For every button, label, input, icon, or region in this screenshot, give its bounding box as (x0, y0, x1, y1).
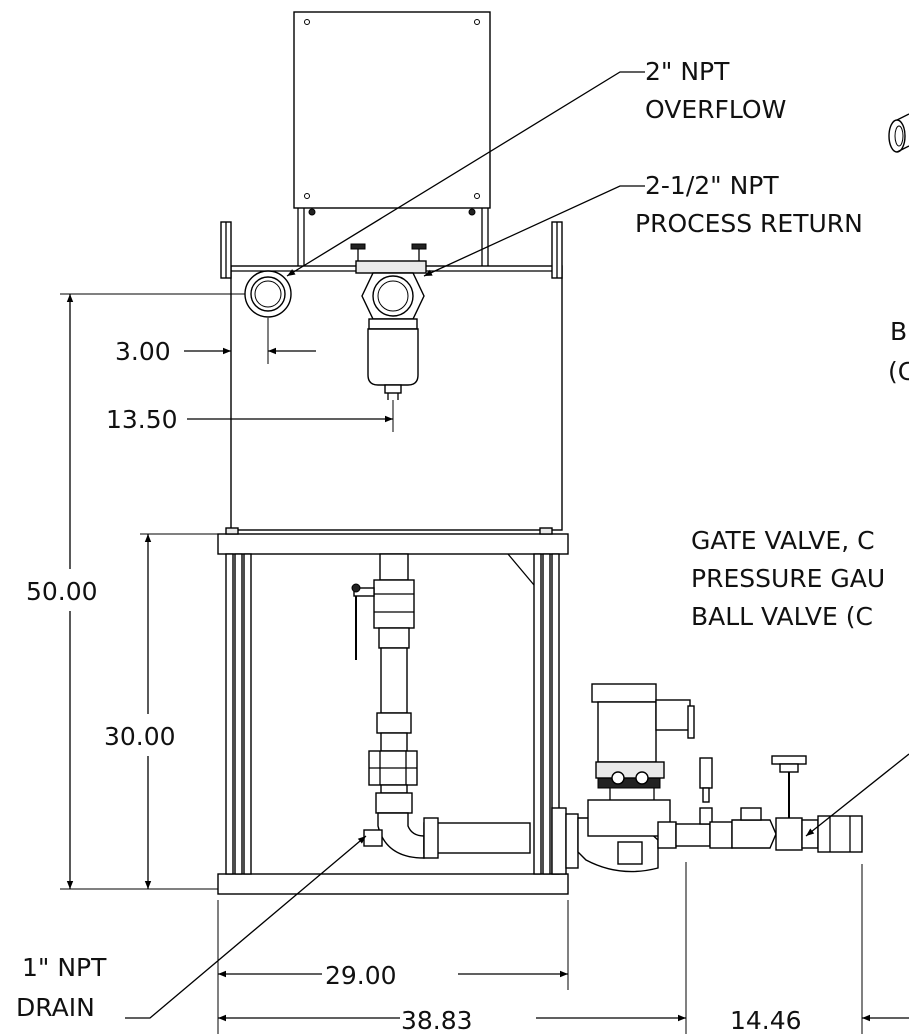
dim-overflow-offset: 3.00 (115, 337, 171, 366)
dimension-lines (60, 293, 909, 1034)
discharge-piping (657, 755, 863, 853)
pump-motor (551, 683, 695, 875)
valves-callout-line1: GATE VALVE, C (691, 526, 875, 555)
valves-callout-line3: BALL VALVE (C (691, 602, 873, 631)
dim-return-offset: 13.50 (106, 405, 178, 434)
control-box (293, 11, 491, 266)
drain-callout-line1: 1" NPT (22, 953, 107, 982)
overflow-callout-line1: 2" NPT (645, 57, 730, 86)
callout-labels: 2" NPT OVERFLOW 2-1/2" NPT PROCESS RETUR… (16, 57, 909, 1022)
fitting-detail-partial (888, 113, 909, 153)
process-return-fitting (355, 260, 427, 400)
dim-stand-height: 30.00 (104, 722, 176, 751)
dim-frame-width: 29.00 (325, 961, 397, 990)
valves-callout-line2: PRESSURE GAU (691, 564, 885, 593)
drain-callout-line2: DRAIN (16, 993, 95, 1022)
process-return-callout-line2: PROCESS RETURN (635, 209, 863, 238)
tank (220, 221, 563, 531)
ball-valve-callout-line2: (C (888, 357, 909, 386)
ball-valve-callout-line1: B (890, 317, 907, 346)
overflow-callout-line2: OVERFLOW (645, 95, 786, 124)
dim-piping-width: 14.46 (730, 1006, 802, 1034)
dim-overall-height: 50.00 (26, 577, 98, 606)
dim-overall-width: 38.83 (401, 1006, 473, 1034)
dimension-labels: 3.00 13.50 50.00 30.00 29.00 38.83 14.46 (26, 337, 802, 1034)
drain-piping (351, 553, 531, 859)
overflow-port (244, 270, 292, 318)
process-return-callout-line1: 2-1/2" NPT (645, 171, 779, 200)
leader-lines (125, 71, 909, 1019)
